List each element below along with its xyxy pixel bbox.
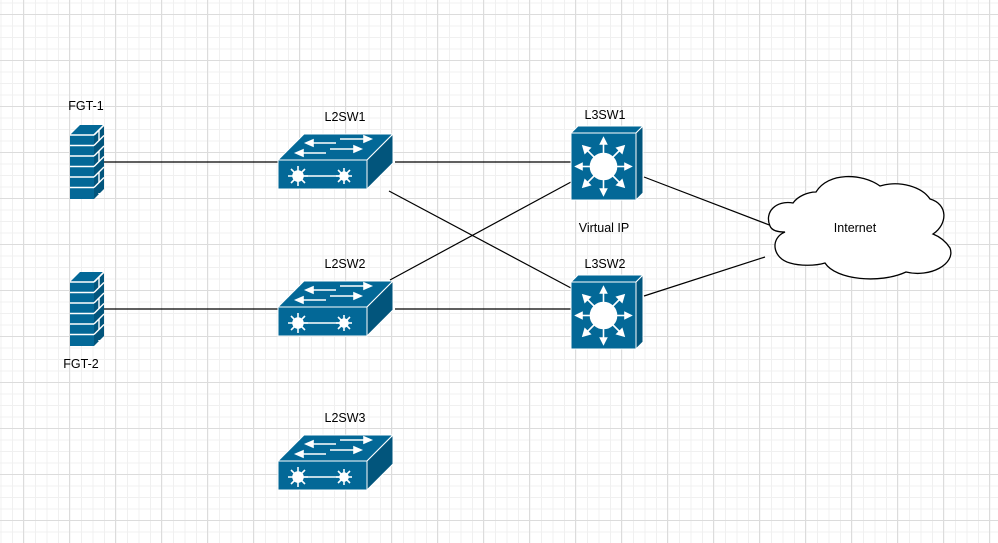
l2sw1-label: L2SW1	[325, 110, 366, 124]
node-fgt1[interactable]: FGT-1	[68, 99, 105, 200]
cloud-icon	[767, 175, 952, 280]
node-l3sw1[interactable]: L3SW1	[570, 108, 644, 201]
l2sw2-label: L2SW2	[325, 257, 366, 271]
firewall-icon	[69, 124, 105, 200]
link-l3sw1-internet[interactable]	[643, 176, 786, 232]
node-internet[interactable]: Internet	[767, 175, 952, 280]
link-l2sw2-l3sw1[interactable]	[389, 181, 572, 281]
l3-switch-icon	[570, 274, 644, 350]
l2-switch-icon	[277, 133, 394, 190]
l2sw3-label: L2SW3	[325, 411, 366, 425]
l3sw2-label: L3SW2	[585, 257, 626, 271]
node-l3sw2[interactable]: L3SW2	[570, 257, 644, 350]
l2-switch-icon	[277, 280, 394, 337]
link-l2sw1-l3sw2[interactable]	[388, 190, 572, 289]
node-fgt2[interactable]: FGT-2	[63, 271, 105, 371]
virtual-ip-label: Virtual IP	[579, 221, 630, 235]
fgt2-label: FGT-2	[63, 357, 98, 371]
fgt1-label: FGT-1	[68, 99, 103, 113]
node-l2sw2[interactable]: L2SW2	[277, 257, 394, 337]
links	[103, 161, 786, 310]
internet-label: Internet	[834, 221, 877, 235]
l3-switch-icon	[570, 125, 644, 201]
node-l2sw3[interactable]: L2SW3	[277, 411, 394, 491]
l3sw1-label: L3SW1	[585, 108, 626, 122]
node-l2sw1[interactable]: L2SW1	[277, 110, 394, 190]
firewall-icon	[69, 271, 105, 347]
l2-switch-icon	[277, 434, 394, 491]
link-l3sw2-internet[interactable]	[643, 256, 766, 297]
